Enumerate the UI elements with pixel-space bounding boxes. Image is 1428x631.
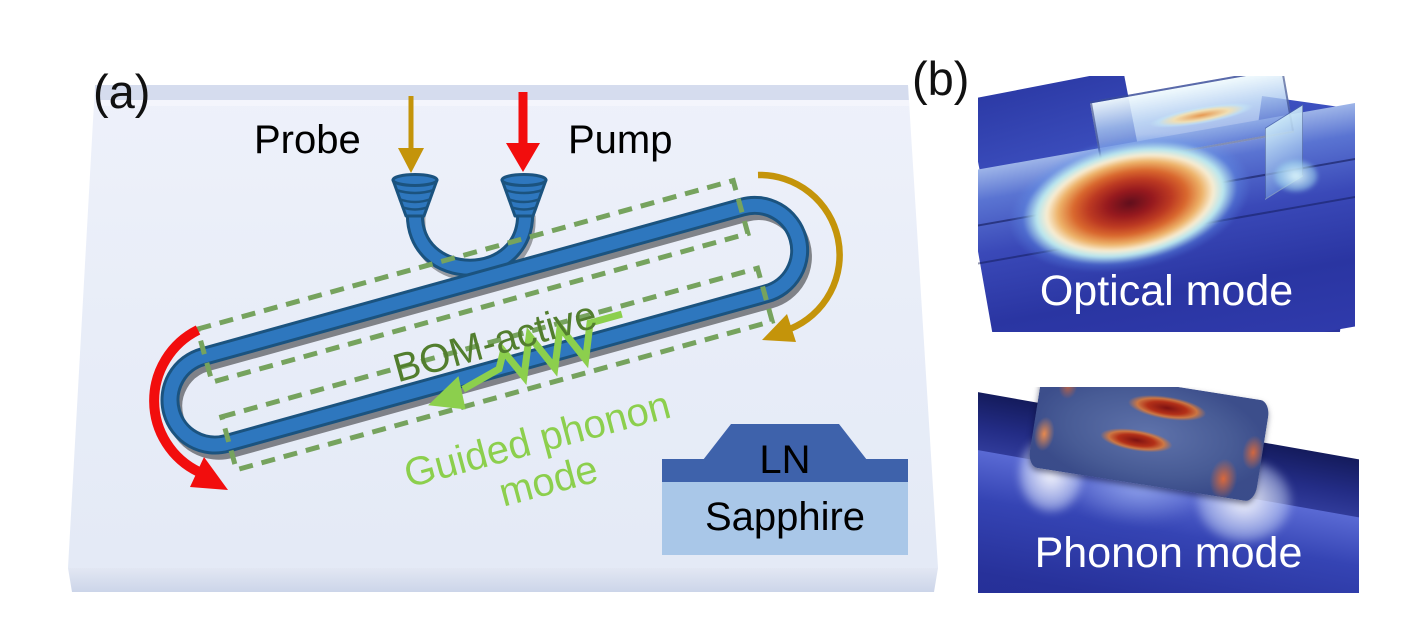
chip-front-bevel [68, 568, 938, 592]
ln-ridge [703, 424, 867, 460]
waveguide-cross-section-inset [662, 424, 908, 555]
pump-grating-coupler [500, 173, 548, 218]
pump-circulation-arrow [149, 325, 228, 490]
probe-arrow [398, 96, 424, 173]
phonon-mode-image: Phonon mode [978, 387, 1359, 593]
panel-a-label: (a) [93, 65, 151, 118]
sapphire-layer [662, 482, 908, 555]
chip-top-edge [95, 85, 909, 100]
phonon-wave-arrow [428, 310, 623, 410]
probe-circulation-arrow [757, 171, 843, 342]
phonon-mode-caption: Phonon mode [1034, 529, 1303, 577]
ln-label: LN [759, 438, 811, 482]
optical-mode-caption: Optical mode [1039, 267, 1294, 315]
panel-b-label: (b) [912, 52, 970, 105]
bom-active-region-top [194, 177, 751, 386]
pump-label: Pump [568, 118, 673, 162]
ln-slab-layer [662, 459, 908, 482]
bom-active-region-bottom [218, 265, 776, 473]
chip-top-highlight [95, 100, 910, 106]
probe-grating-coupler [391, 173, 439, 218]
racetrack-resonator [160, 177, 812, 473]
sapphire-label: Sapphire [704, 495, 866, 539]
optical-mode-image: Optical mode [978, 76, 1355, 332]
probe-label: Probe [254, 118, 361, 162]
pump-arrow [506, 92, 540, 172]
